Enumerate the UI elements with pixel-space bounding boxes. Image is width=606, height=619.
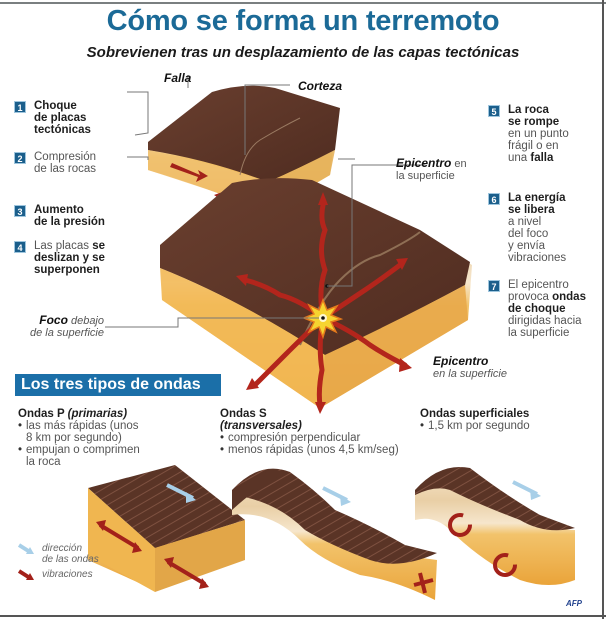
label-falla: Falla <box>164 71 192 85</box>
wave-type-surface: Ondas superficiales 1,5 km por segundo <box>420 408 530 432</box>
surface-wave-block <box>415 466 575 585</box>
step-badge: 2 <box>14 152 26 164</box>
step-badge: 4 <box>14 241 26 253</box>
bullet: compresión perpendicular <box>220 432 399 444</box>
page-subtitle: Sobrevienen tras un desplazamiento de la… <box>86 44 520 61</box>
step-4: 4 Las placas se deslizan y se superponen <box>14 240 105 276</box>
red-arrow-icon <box>18 569 34 580</box>
p-wave-block <box>88 465 245 592</box>
bullet: empujan o comprimen la roca <box>18 444 140 468</box>
step-1: 1 Choque de placas tectónicas <box>14 100 91 136</box>
legend-item-direction: dirección de las ondas <box>18 543 99 565</box>
bullet: menos rápidas (unos 4,5 km/seg) <box>220 444 399 456</box>
label-corteza: Corteza <box>298 79 343 93</box>
bullet: 1,5 km por segundo <box>420 420 530 432</box>
legend-item-vibrations: vibraciones <box>18 569 99 583</box>
frame-top-border <box>0 2 606 4</box>
page-title: Cómo se forma un terremoto <box>106 5 500 37</box>
frame-bottom-border <box>0 615 606 617</box>
s-wave-block <box>232 468 437 600</box>
step-3: 3 Aumento de la presión <box>14 204 105 228</box>
waves-section-header: Los tres tipos de ondas <box>15 374 221 396</box>
light-blue-arrow-icon <box>18 543 34 554</box>
bullet: las más rápidas (unos 8 km por segundo) <box>18 420 140 444</box>
step-badge: 6 <box>488 193 500 205</box>
step-2: 2 Compresión de las rocas <box>14 151 96 175</box>
frame-right-border <box>602 0 604 619</box>
step-badge: 5 <box>488 105 500 117</box>
large-crust-block <box>160 178 472 414</box>
legend: dirección de las ondas vibraciones <box>18 543 99 587</box>
step-badge: 7 <box>488 280 500 292</box>
wave-type-p: Ondas P (primarias) las más rápidas (uno… <box>18 408 140 468</box>
afp-credit-logo: AFP <box>566 599 582 608</box>
step-badge: 1 <box>14 101 26 113</box>
step-badge: 3 <box>14 205 26 217</box>
wave-type-s: Ondas S (transversales) compresión perpe… <box>220 408 399 456</box>
